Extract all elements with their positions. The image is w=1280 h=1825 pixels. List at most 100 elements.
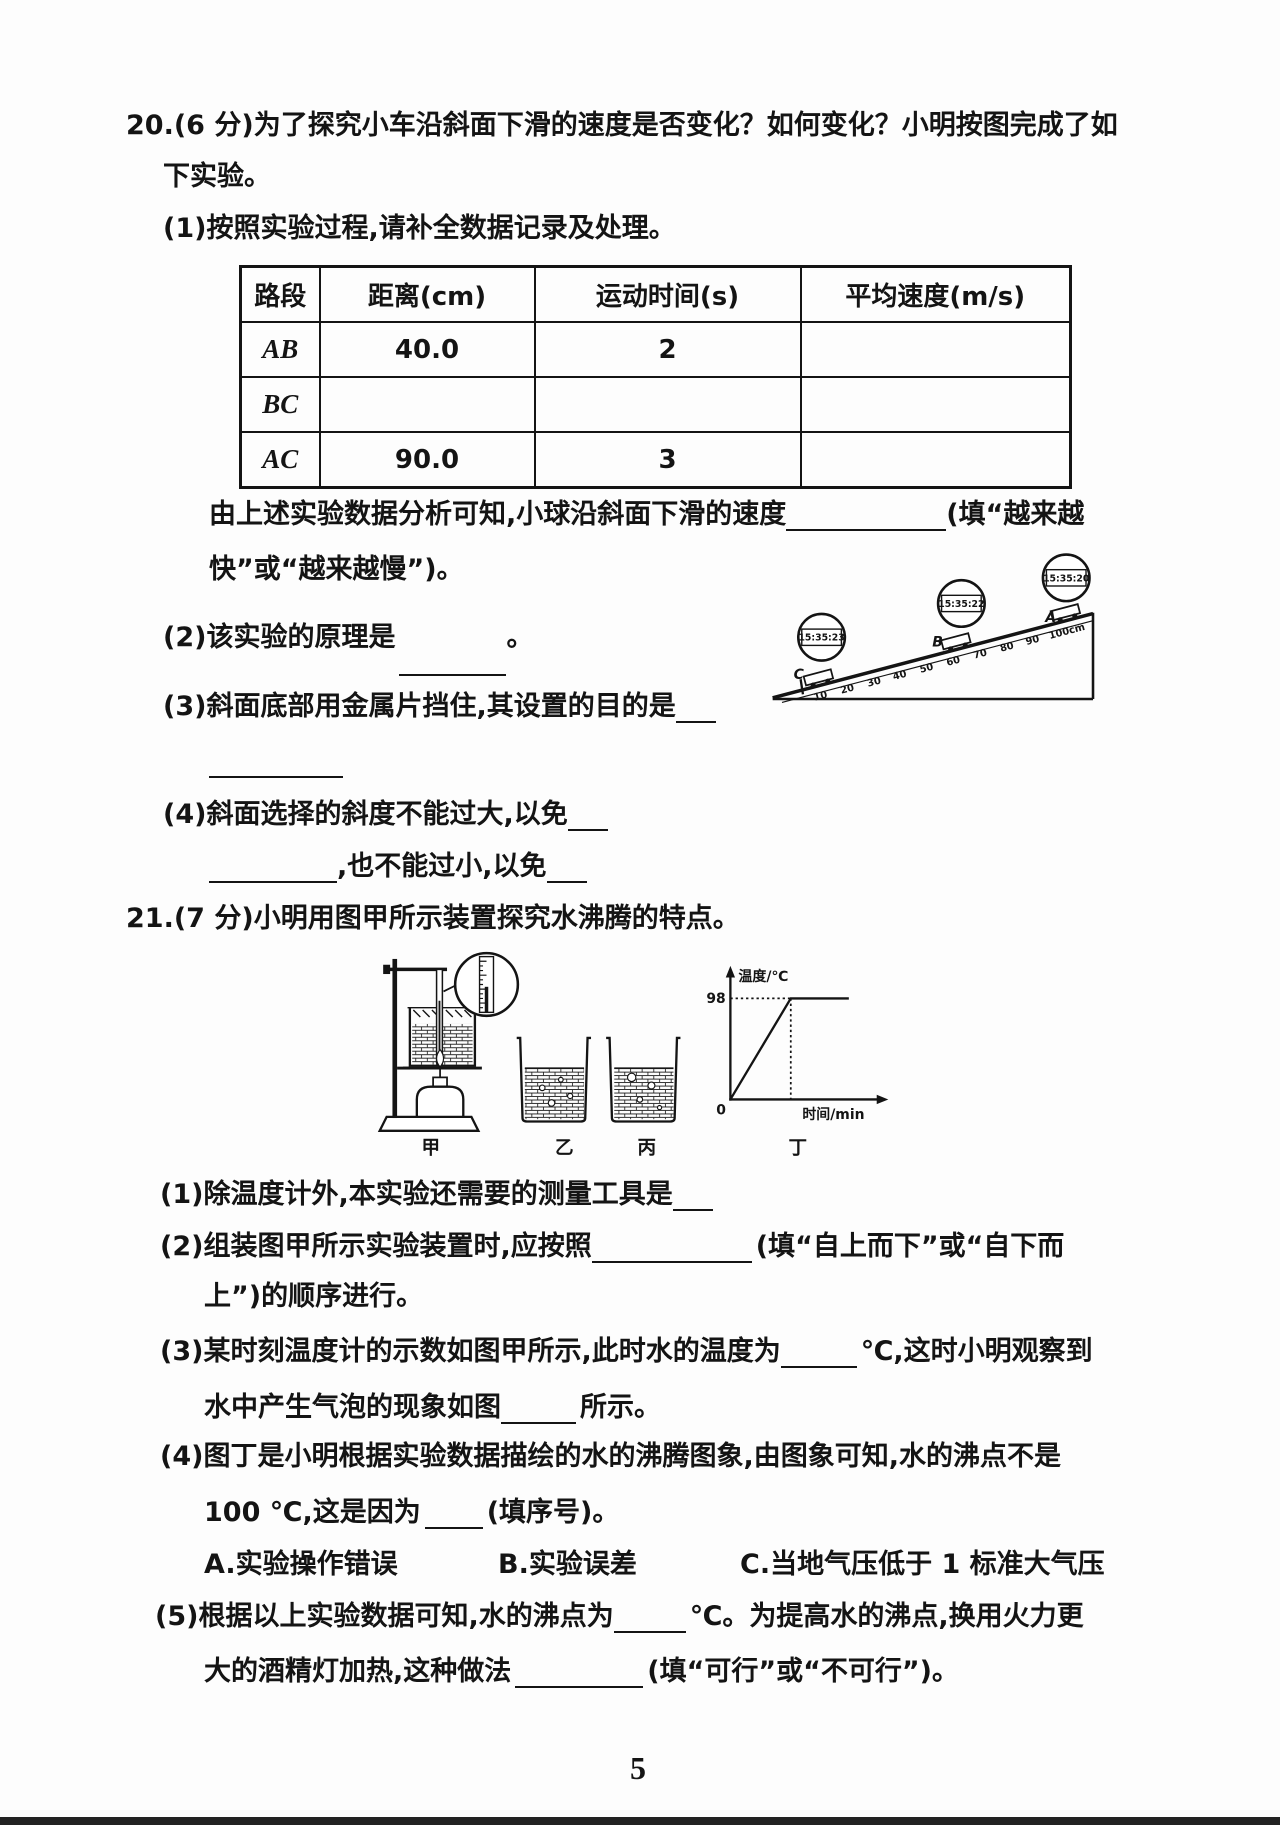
table-cell-speed xyxy=(799,376,1072,433)
q21-p3-text-d: 所示。 xyxy=(580,1392,661,1423)
q21-p3-text-c: 水中产生气泡的现象如图 xyxy=(204,1392,501,1423)
metal-stop xyxy=(799,679,805,695)
q20-part2: (2)该实验的原理是 。 xyxy=(163,621,534,676)
table-header-cell: 运动时间(s) xyxy=(533,265,802,323)
q20-part1: (1)按照实验过程,请补全数据记录及处理。 xyxy=(163,212,676,246)
table-cell-time: 3 xyxy=(533,431,802,489)
boiling-graph: 温度/℃ 98 0 时间/min xyxy=(706,965,889,1123)
incline-surface xyxy=(772,611,1094,700)
q21-p1-text: (1)除温度计外,本实验还需要的测量工具是 xyxy=(160,1179,673,1210)
answer-blank xyxy=(515,1656,644,1688)
magnified-liquid xyxy=(484,986,489,1013)
table-header-cell: 平均速度(m/s) xyxy=(799,265,1072,323)
q21-p3-text-b: ℃,这时小明观察到 xyxy=(860,1336,1093,1367)
cart-a xyxy=(1049,603,1082,623)
q20-stem-text: 20.(6 分)为了探究小车沿斜面下滑的速度是否变化？如何变化？小明按图完成了如 xyxy=(126,110,1118,141)
ruler-label: 10 xyxy=(813,689,829,703)
q21-p4-text-c: (填序号)。 xyxy=(486,1497,620,1528)
q21-p5-line1: (5)根据以上实验数据可知,水的沸点为 ℃。为提高水的沸点,换用火力更 xyxy=(155,1600,1084,1634)
q20-part4-text: (4)斜面选择的斜度不能过大,以免 xyxy=(163,799,568,830)
figure-label-ding: 丁 xyxy=(788,1138,807,1159)
answer-blank xyxy=(209,851,337,883)
graph-curve xyxy=(729,997,849,1101)
q20-part1-text: (1)按照实验过程,请补全数据记录及处理。 xyxy=(163,213,676,244)
flame xyxy=(436,1048,445,1068)
q21-p4-text-b: 100 ℃,这是因为 xyxy=(204,1497,421,1528)
q20-conclusion-text: 由上述实验数据分析可知,小球沿斜面下滑的速度 xyxy=(209,499,787,530)
table-cell-distance xyxy=(318,376,536,433)
q20-part4-line1: (4)斜面选择的斜度不能过大,以免 xyxy=(163,798,1098,832)
q21-p3-text: (3)某时刻温度计的示数如图甲所示,此时水的温度为 xyxy=(160,1336,781,1367)
answer-blank xyxy=(786,499,947,531)
lamp-neck xyxy=(432,1076,448,1088)
answer-blank xyxy=(399,644,507,676)
q21-option-b: B.实验误差 xyxy=(498,1548,637,1582)
beaker-yi xyxy=(516,1036,592,1123)
q21-p2-line1: (2)组装图甲所示实验装置时,应按照 (填“自上而下”或“自下而 xyxy=(160,1230,1064,1264)
graph-x-label: 时间/min xyxy=(802,1106,864,1123)
ruler-label: 30 xyxy=(866,675,882,689)
q21-p4-line2: 100 ℃,这是因为 (填序号)。 xyxy=(204,1496,619,1530)
cart-b xyxy=(940,632,972,652)
ruler-label: 20 xyxy=(839,682,855,696)
ruler-label: 40 xyxy=(892,669,908,683)
q21-option-a: A.实验操作错误 xyxy=(204,1548,398,1582)
beaker-jia xyxy=(408,1007,477,1067)
table-cell-speed xyxy=(799,321,1072,378)
table-header-cell: 距离(cm) xyxy=(318,265,536,323)
table-cell-distance: 40.0 xyxy=(318,321,536,378)
graph-origin: 0 xyxy=(716,1103,726,1119)
q21-stem-text: 21.(7 分)小明用图甲所示装置探究水沸腾的特点。 xyxy=(126,903,740,934)
incline-figure: C B A 15:35:23 15:35:22 15:35:20 10 20 3… xyxy=(772,553,1095,704)
answer-blank xyxy=(672,1179,713,1211)
option-text: A.实验操作错误 xyxy=(204,1549,398,1580)
table-cell-segment: AC xyxy=(239,431,321,489)
scan-bottom-edge xyxy=(0,1817,1280,1825)
stopwatch-time: 15:35:22 xyxy=(938,599,984,610)
q20-conclusion-hint-cont: 快”或“越来越慢”)。 xyxy=(209,554,464,585)
stopwatch-b: 15:35:22 xyxy=(936,578,986,629)
table-cell-time: 2 xyxy=(533,321,802,378)
ruler-label: 50 xyxy=(919,662,935,676)
q21-p4-text: (4)图丁是小明根据实验数据描绘的水的沸腾图象,由图象可知,水的沸点不是 xyxy=(160,1441,1061,1472)
q21-p3-line2: 水中产生气泡的现象如图 所示。 xyxy=(204,1391,661,1425)
table-row: AC 90.0 3 xyxy=(239,431,1072,489)
q20-stem-line2: 下实验。 xyxy=(163,160,271,194)
q21-p2-hint-cont: 上”)的顺序进行。 xyxy=(204,1281,424,1312)
water-yi xyxy=(524,1068,585,1120)
ruler-label: 60 xyxy=(945,655,961,669)
page-number: 5 xyxy=(630,1750,646,1786)
answer-blank xyxy=(675,691,716,723)
figure-label-jia: 甲 xyxy=(421,1138,440,1159)
stand-rod xyxy=(392,958,398,1119)
q20-data-table: 路段 距离(cm) 运动时间(s) 平均速度(m/s) AB 40.0 2 BC… xyxy=(239,265,1072,489)
answer-blank xyxy=(546,851,587,883)
answer-blank xyxy=(780,1336,857,1368)
apparatus-jia xyxy=(377,951,520,1132)
alcohol-lamp xyxy=(415,1085,465,1119)
q21-p3-line1: (3)某时刻温度计的示数如图甲所示,此时水的温度为 ℃,这时小明观察到 xyxy=(160,1335,1093,1369)
table-row: BC xyxy=(239,376,1072,433)
graph-y-arrow xyxy=(725,965,736,978)
table-header-row: 路段 距离(cm) 运动时间(s) 平均速度(m/s) xyxy=(239,265,1072,323)
ruler-label: 70 xyxy=(972,648,988,662)
q21-p2-line2: 上”)的顺序进行。 xyxy=(204,1280,423,1314)
ruler-label: 90 xyxy=(1025,634,1041,648)
stand-base xyxy=(377,1115,481,1132)
q20-stem-text-cont: 下实验。 xyxy=(163,161,271,192)
q21-p1: (1)除温度计外,本实验还需要的测量工具是 xyxy=(160,1178,966,1212)
q20-part3: (3)斜面底部用金属片挡住,其设置的目的是 xyxy=(163,690,756,724)
ruler-edge xyxy=(781,620,1094,704)
q20-part2-end: 。 xyxy=(506,622,534,653)
stopwatch-c: 15:35:23 xyxy=(797,612,847,662)
q21-p2-text: (2)组装图甲所示实验装置时,应按照 xyxy=(160,1231,592,1262)
q21-stem: 21.(7 分)小明用图甲所示装置探究水沸腾的特点。 xyxy=(126,902,740,936)
point-label-c: C xyxy=(794,667,805,683)
beaker-bing xyxy=(606,1036,681,1123)
q20-stem-line1: 20.(6 分)为了探究小车沿斜面下滑的速度是否变化？如何变化？小明按图完成了如 xyxy=(126,109,1118,143)
q20-part4-text-cont: ,也不能过小,以免 xyxy=(337,851,547,882)
point-label-a: A xyxy=(1044,610,1056,626)
q21-p5-text-d: (填“可行”或“不可行”)。 xyxy=(647,1656,959,1687)
table-header-cell: 路段 xyxy=(239,265,321,323)
stopwatch-time: 15:35:20 xyxy=(1043,573,1090,584)
